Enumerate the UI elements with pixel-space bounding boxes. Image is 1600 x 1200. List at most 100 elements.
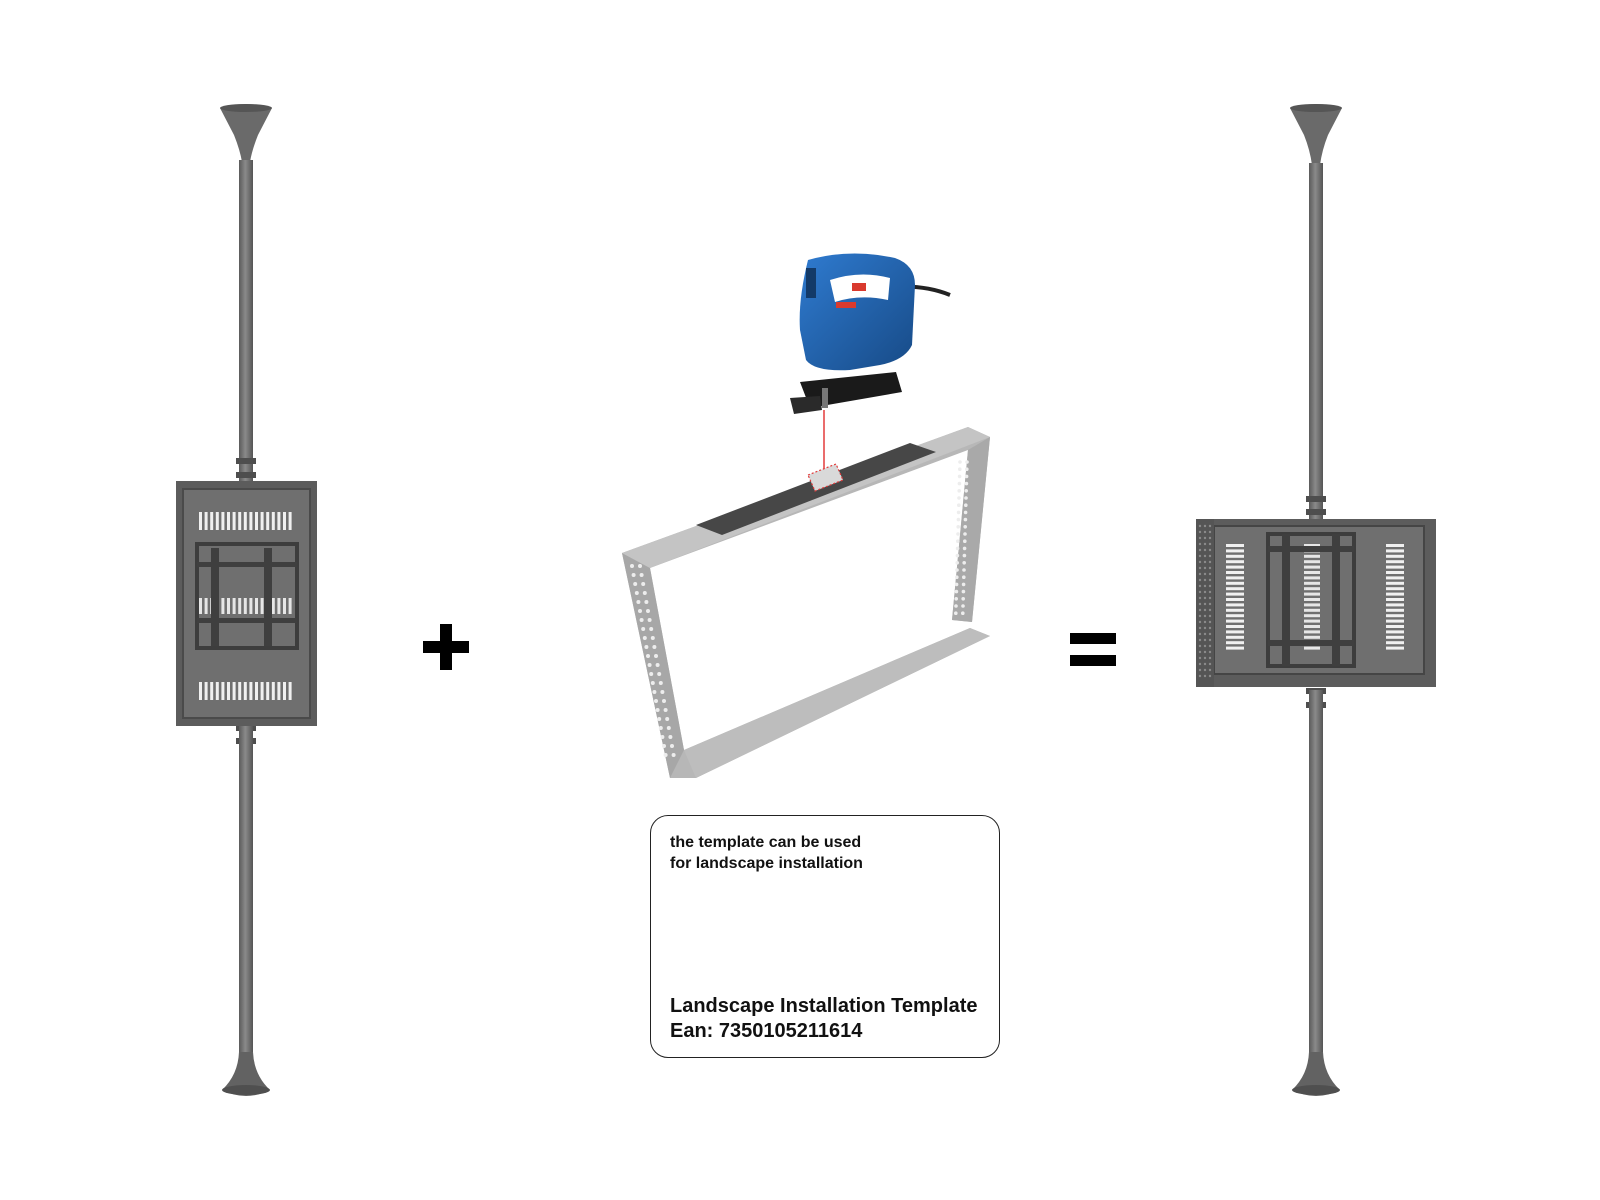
vent-slot <box>1386 554 1404 558</box>
perforation <box>1203 632 1207 636</box>
perforation <box>956 539 960 543</box>
vent-slot <box>1226 625 1244 628</box>
left-pole <box>220 104 272 1096</box>
vent-slot <box>260 598 264 614</box>
vent-slot <box>227 598 230 614</box>
perforation <box>955 546 960 551</box>
vent-slot <box>1304 635 1320 639</box>
perforation <box>1208 620 1212 624</box>
perforation <box>654 654 658 658</box>
perforation <box>660 735 665 739</box>
perforation <box>662 744 666 748</box>
vent-slot <box>260 682 264 700</box>
jigsaw-icon <box>790 253 951 414</box>
perforation <box>1203 638 1207 642</box>
vent-slot <box>277 598 281 614</box>
perforation <box>634 591 639 595</box>
vent-slot <box>1386 581 1404 585</box>
perforation <box>663 753 668 757</box>
vent-slot <box>249 598 253 614</box>
perforation <box>1203 626 1207 630</box>
vent-slot <box>1386 587 1404 591</box>
vent-slot <box>1386 576 1404 580</box>
perforation <box>1208 572 1212 576</box>
vent-slot <box>1304 603 1320 607</box>
vent-slot <box>249 682 253 700</box>
perforation <box>1203 674 1207 678</box>
perforation <box>965 460 969 464</box>
vent-slot <box>1304 587 1320 591</box>
perforation <box>1208 626 1212 630</box>
perforation <box>954 589 959 594</box>
vent-slot <box>1304 614 1320 618</box>
vent-slot <box>1386 571 1404 574</box>
perforation <box>1208 560 1212 564</box>
vent-slot <box>271 512 275 530</box>
vent-slot <box>255 682 258 700</box>
perforation <box>642 636 647 640</box>
perforation <box>658 726 663 730</box>
perforation <box>1208 590 1212 594</box>
vent-slot <box>283 682 286 700</box>
vent-slot <box>232 598 236 614</box>
vent-slot <box>277 682 281 700</box>
perforation <box>649 627 654 631</box>
equals-sign <box>1070 633 1116 666</box>
perforation <box>1198 578 1202 582</box>
perforation <box>630 564 634 568</box>
perforation <box>1203 566 1207 570</box>
perforation <box>1208 608 1212 612</box>
vent-slot <box>238 512 242 530</box>
perforation <box>1208 632 1212 636</box>
perforation <box>1208 542 1212 546</box>
perforation <box>1198 590 1202 594</box>
vent-slot <box>199 682 202 700</box>
perforation <box>954 582 959 587</box>
vent-slot <box>1226 565 1244 569</box>
vent-slot <box>1226 598 1244 601</box>
perforation <box>962 553 967 558</box>
perforation <box>1203 584 1207 588</box>
perforation <box>1203 668 1207 672</box>
perforation <box>957 474 962 479</box>
vent-slot <box>1386 614 1404 618</box>
vent-slot <box>1226 576 1244 580</box>
vent-slot <box>210 682 214 700</box>
perforation <box>1208 554 1212 558</box>
vent-slot <box>1386 560 1404 564</box>
vent-slot <box>1226 635 1244 639</box>
vent-slot <box>1226 603 1244 607</box>
vent-slot <box>1304 598 1320 601</box>
perforation <box>961 597 965 601</box>
vent-slot <box>1386 630 1404 634</box>
vent-slot <box>1386 603 1404 607</box>
perforation <box>1203 644 1207 648</box>
perforation <box>631 573 636 577</box>
vent-slot <box>1304 625 1320 628</box>
vent-slot <box>271 598 275 614</box>
callout-title: Landscape Installation Template <box>670 995 978 1017</box>
perforation <box>650 681 655 685</box>
perforation <box>655 708 660 712</box>
perforation <box>638 609 642 613</box>
perforation <box>957 481 962 486</box>
perforation <box>644 600 649 604</box>
perforation <box>647 618 652 622</box>
perforation <box>1203 650 1207 654</box>
vent-slot <box>1386 592 1404 596</box>
perforation <box>652 690 657 694</box>
perforation <box>964 489 968 493</box>
perforation <box>1198 554 1202 558</box>
perforation <box>1208 578 1212 582</box>
callout-ean: Ean: 7350105211614 <box>670 1020 863 1042</box>
perforation <box>1208 602 1212 606</box>
vent-slot <box>1226 587 1244 591</box>
vent-slot <box>249 512 253 530</box>
perforation <box>1198 542 1202 546</box>
perforation <box>1198 632 1202 636</box>
perforation <box>964 503 968 508</box>
vent-slot <box>1304 646 1320 650</box>
perforation <box>1198 560 1202 564</box>
right-pole <box>1290 104 1342 1096</box>
